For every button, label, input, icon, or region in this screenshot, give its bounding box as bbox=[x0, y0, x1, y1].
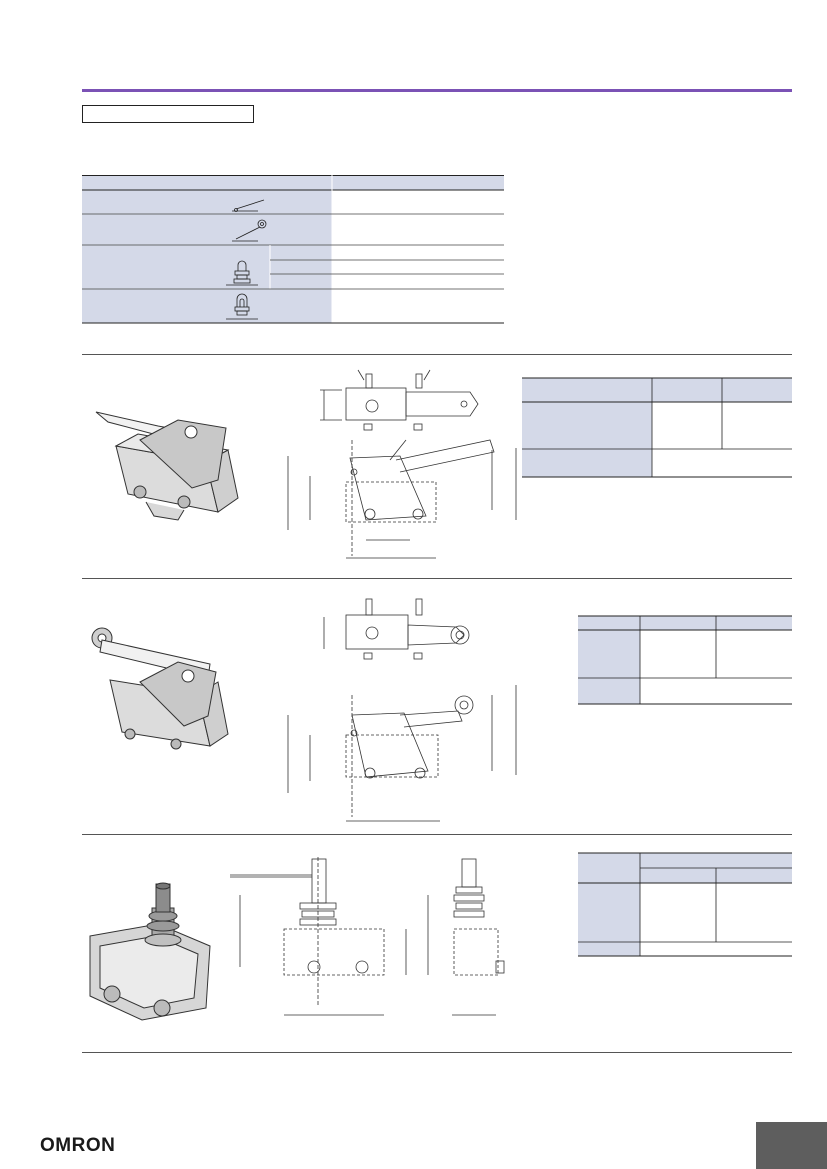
panel-plunger-spec-table bbox=[578, 852, 792, 957]
omron-logo: OMRON bbox=[40, 1135, 116, 1156]
actuator-table-header bbox=[82, 175, 504, 190]
section-title-box bbox=[82, 105, 254, 123]
hinge-lever-symbol bbox=[232, 199, 265, 212]
section-divider bbox=[82, 578, 792, 579]
hinge-lever-spec-table bbox=[522, 377, 792, 478]
panel-plunger-symbol bbox=[226, 293, 258, 320]
page-tab bbox=[756, 1122, 827, 1169]
panel-plunger-side-drawing bbox=[427, 858, 505, 1016]
section-divider bbox=[82, 834, 792, 835]
roller-lever-switch-photo bbox=[91, 627, 229, 750]
hinge-lever-switch-photo bbox=[95, 411, 239, 521]
actuator-table-fill bbox=[82, 175, 332, 323]
actuator-table bbox=[82, 175, 504, 324]
panel-plunger-front-drawing bbox=[230, 857, 407, 1016]
section-divider bbox=[82, 354, 792, 355]
roller-lever-spec-table bbox=[578, 615, 792, 705]
panel-plunger-switch-photo bbox=[89, 882, 211, 1021]
accent-rule bbox=[82, 89, 792, 92]
plunger-symbol bbox=[226, 260, 258, 286]
roller-lever-dimension-drawing bbox=[287, 598, 517, 822]
section-divider bbox=[82, 1052, 792, 1053]
hinge-lever-dimension-drawing bbox=[287, 369, 517, 559]
roller-lever-symbol bbox=[232, 219, 267, 242]
